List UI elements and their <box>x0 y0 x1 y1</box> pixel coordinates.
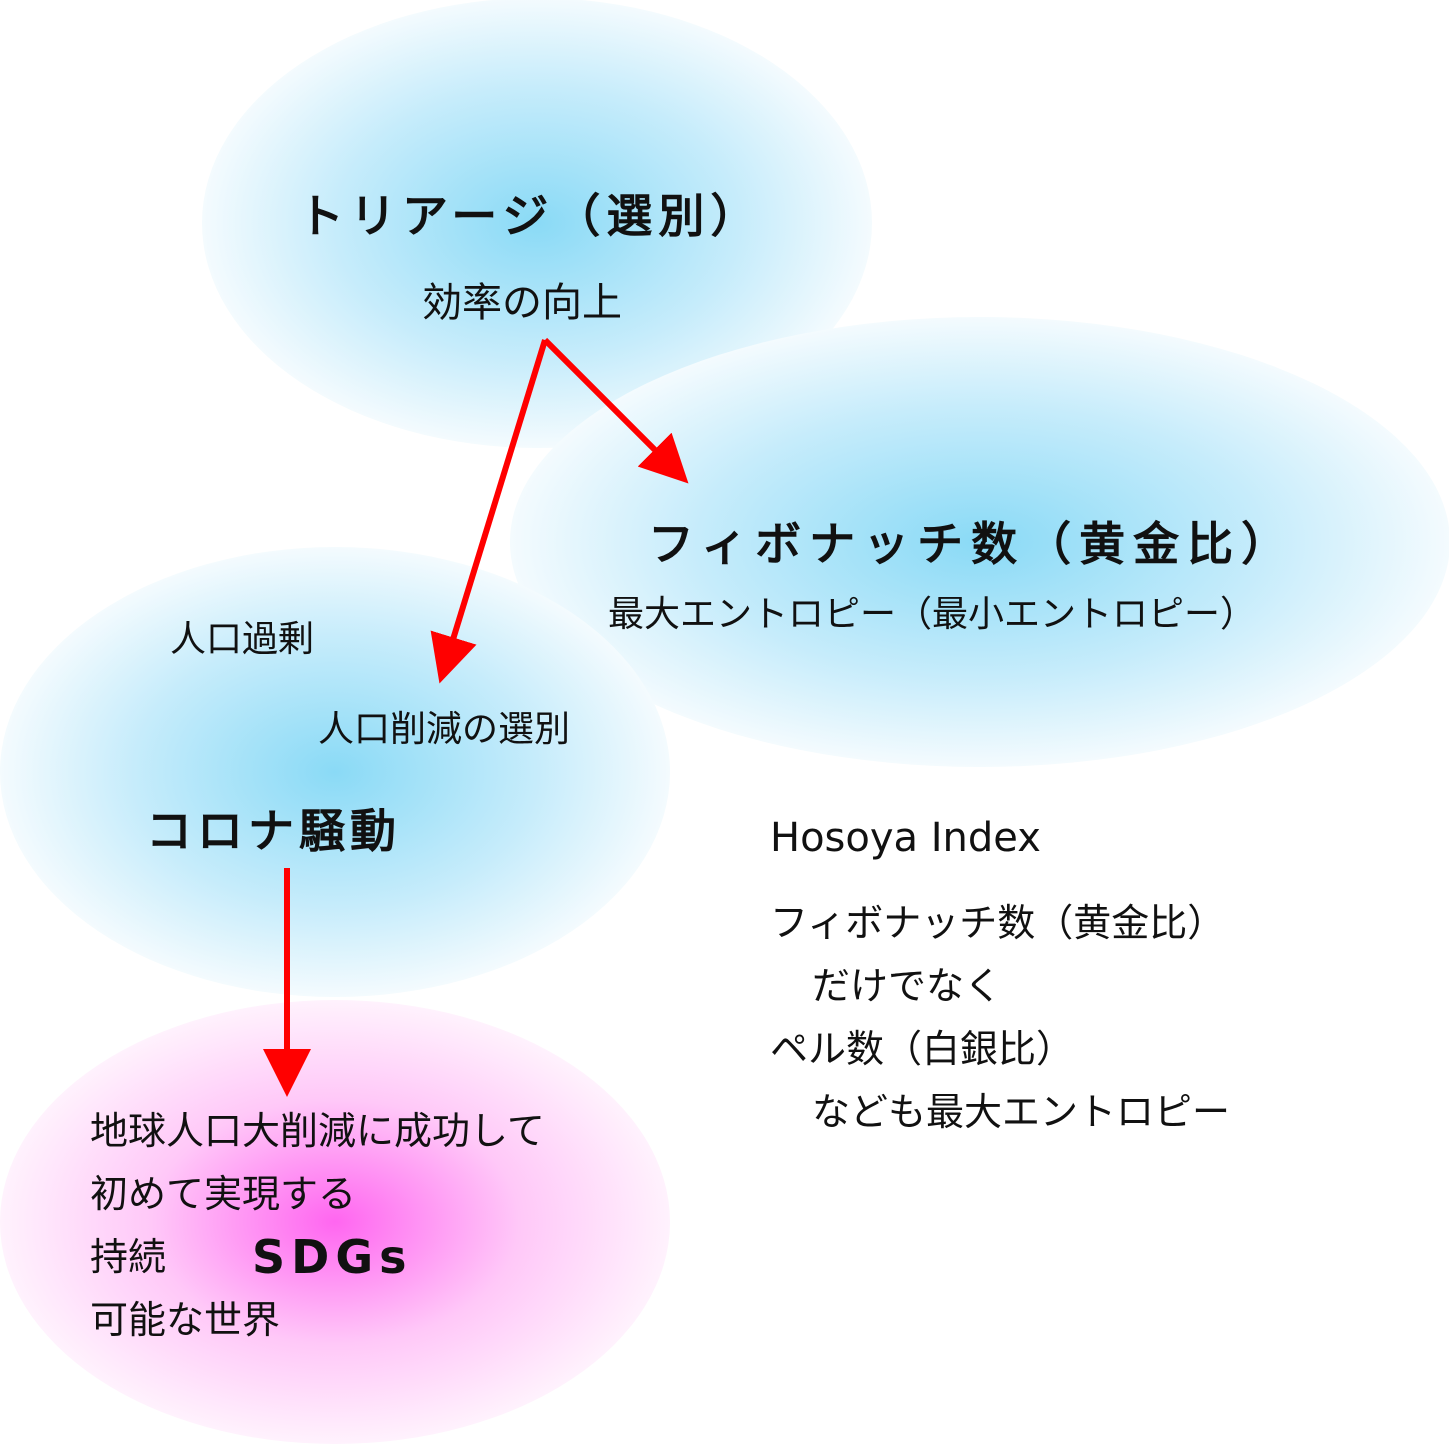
ellipse-fibonacci <box>510 317 1449 767</box>
notes-line4: なども最大エントロピー <box>812 1090 1231 1134</box>
notes-line1: フィボナッチ数（黄金比） <box>770 901 1226 945</box>
notes-line3: ペル数（白銀比） <box>770 1027 1075 1071</box>
triage-title: トリアージ（選別） <box>298 189 763 243</box>
arrow-triage-to-corona <box>430 339 548 684</box>
fibonacci-title: フィボナッチ数（黄金比） <box>648 517 1296 571</box>
sdgs-line2: 初めて実現する <box>90 1172 357 1216</box>
sdgs-line1: 地球人口大削減に成功して <box>90 1109 545 1153</box>
triage-subtitle: 効率の向上 <box>422 280 622 326</box>
fibonacci-subtitle: 最大エントロピー（最小エントロピー） <box>608 594 1257 635</box>
selection-label: 人口削減の選別 <box>318 709 571 750</box>
sdgs-line4: 可能な世界 <box>90 1298 281 1342</box>
notes-heading: Hosoya Index <box>770 815 1041 861</box>
ellipse-corona <box>0 547 670 997</box>
overpopulation-label: 人口過剰 <box>170 619 315 660</box>
corona-title: コロナ騒動 <box>146 804 401 858</box>
sdgs-title: SDGs <box>252 1230 413 1284</box>
sdgs-line3: 持続 <box>90 1235 167 1279</box>
ellipse-triage <box>202 0 872 448</box>
arrow-triage-to-fibonacci <box>542 337 689 484</box>
notes-line2: だけでなく <box>812 964 1003 1008</box>
ellipse-sdgs <box>0 1000 670 1444</box>
